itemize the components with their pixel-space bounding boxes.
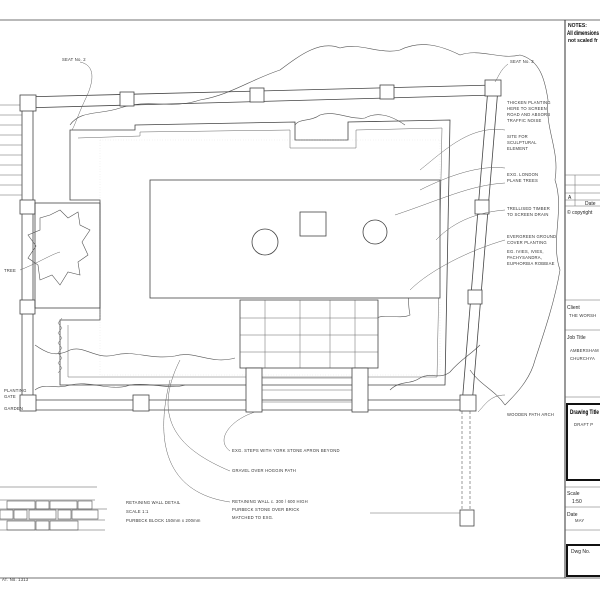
svg-text:PURBECK STONE OVER BRICK: PURBECK STONE OVER BRICK [232,507,300,512]
label-tree-left: TREE [4,268,16,273]
svg-text:TO SCREEN DRAIN: TO SCREEN DRAIN [507,212,549,217]
label-trellis: TRELLISED TIMBER TO SCREEN DRAIN [507,206,550,217]
svg-text:RETAINING WALL c. 300 / 600 HI: RETAINING WALL c. 300 / 600 HIGH [232,499,308,504]
label-left-planting: PLANTING GATE GARDEN [4,388,27,411]
label-groundcover: EVERGREEN GROUND COVER PLANTING EG. IVIE… [507,234,556,266]
footer-reference: AT. No. 1313 [2,577,29,582]
date-value: MAY [575,518,584,523]
revision-letter: A [568,195,572,201]
svg-text:TRAFFIC NOISE: TRAFFIC NOISE [507,118,541,123]
client-value: THE WORSH [569,313,596,318]
job-title-line-1: AMBERSHAM [570,348,599,353]
step-cheek-right [351,367,369,413]
svg-text:EVERGREEN GROUND: EVERGREEN GROUND [507,234,556,239]
label-retaining-wall: RETAINING WALL c. 300 / 600 HIGH PURBECK… [232,499,308,520]
job-title-label: Job Title [567,335,586,341]
tree-planter [34,202,101,309]
label-arch: WOODEN PATH ARCH [507,412,554,417]
scale-value: 1:50 [572,499,582,505]
label-steps: EXG. STEPS WITH YORK STONE APRON BEYOND [232,448,340,453]
sculpture-site [299,211,327,237]
svg-text:PACHYSANDRA,: PACHYSANDRA, [507,255,542,260]
tree-circle-left [251,228,279,256]
svg-text:RETAINING WALL DETAIL: RETAINING WALL DETAIL [126,500,181,505]
notes-title: NOTES: [568,23,587,29]
label-thicken-planting: THICKEN PLANTING HERE TO SCREEN ROAD AND… [507,100,551,123]
svg-text:PLANE TREES: PLANE TREES [507,178,538,183]
svg-text:GATE: GATE [4,394,16,399]
notes-line-2: not scaled fr [568,38,598,44]
svg-text:ELEMENT: ELEMENT [507,146,528,151]
trellis-screen [57,317,63,374]
svg-text:COVER PLANTING: COVER PLANTING [507,240,547,245]
label-sculpture-site: SITE FOR SCULPTURAL ELEMENT [507,134,537,151]
bottom-right-planting [389,344,481,391]
retaining-wall-detail [0,486,107,531]
svg-text:SCALE 1:1: SCALE 1:1 [126,509,149,514]
date-label: Date [567,512,578,518]
gravel-path-inner [67,127,443,378]
svg-text:SCULPTURAL: SCULPTURAL [507,140,537,145]
boundary-planting-outline [69,44,561,406]
svg-text:EXG. LONDON: EXG. LONDON [507,172,538,177]
dwg-no-box [566,544,600,577]
svg-text:SITE FOR: SITE FOR [507,134,528,139]
label-seat-3: SEAT No. 3 [510,59,534,64]
drawing-title-box [566,403,600,481]
label-wall-detail: RETAINING WALL DETAIL SCALE 1:1 PURBECK … [126,500,201,523]
steps [262,377,352,403]
drawing-title-value: DRAFT P [574,422,593,427]
svg-text:THICKEN PLANTING: THICKEN PLANTING [507,100,551,105]
leader-lines [19,61,509,503]
right-wall-outer [461,87,489,406]
left-steps [0,104,22,196]
arch-post [459,509,475,527]
client-label: Client [567,305,580,311]
svg-text:EG. IVIES, IVIES,: EG. IVIES, IVIES, [507,249,544,254]
notes-line-1: All dimensions [567,31,599,37]
svg-text:ROAD AND ABSORB: ROAD AND ABSORB [507,112,550,117]
fence-posts [19,79,502,412]
label-seat-2: SEAT No. 2 [62,57,86,62]
job-title-line-2: CHURCHYA [570,356,595,361]
dwg-no-label: Dwg No. [571,549,590,555]
svg-text:MATCHED TO EXG.: MATCHED TO EXG. [232,515,273,520]
scale-label: Scale [567,491,580,497]
svg-text:PLANTING: PLANTING [4,388,27,393]
svg-text:PURBECK BLOCK 150mm x 200mm: PURBECK BLOCK 150mm x 200mm [126,518,201,523]
terrace-paving [240,300,378,368]
tree-circle-right [362,219,388,245]
svg-text:EUPHORBIA ROBBIAE: EUPHORBIA ROBBIAE [507,261,555,266]
bottom-left-planting [34,344,236,391]
revision-date-header: Date [585,201,596,207]
copyright: © copyright [567,209,593,216]
label-gravel: GRAVEL OVER HOGGIN PATH [232,468,296,473]
title-block [564,20,600,578]
terrace [239,299,379,369]
svg-text:GARDEN: GARDEN [4,406,23,411]
left-tree-canopy [27,209,91,286]
svg-text:HERE TO SCREEN: HERE TO SCREEN [507,106,547,111]
drawing-title-label: Drawing Title [570,410,600,416]
step-cheek-left [245,367,263,413]
svg-text:TRELLISED TIMBER: TRELLISED TIMBER [507,206,550,211]
label-plane-trees: EXG. LONDON PLANE TREES [507,172,538,183]
lawn-area [149,179,441,299]
